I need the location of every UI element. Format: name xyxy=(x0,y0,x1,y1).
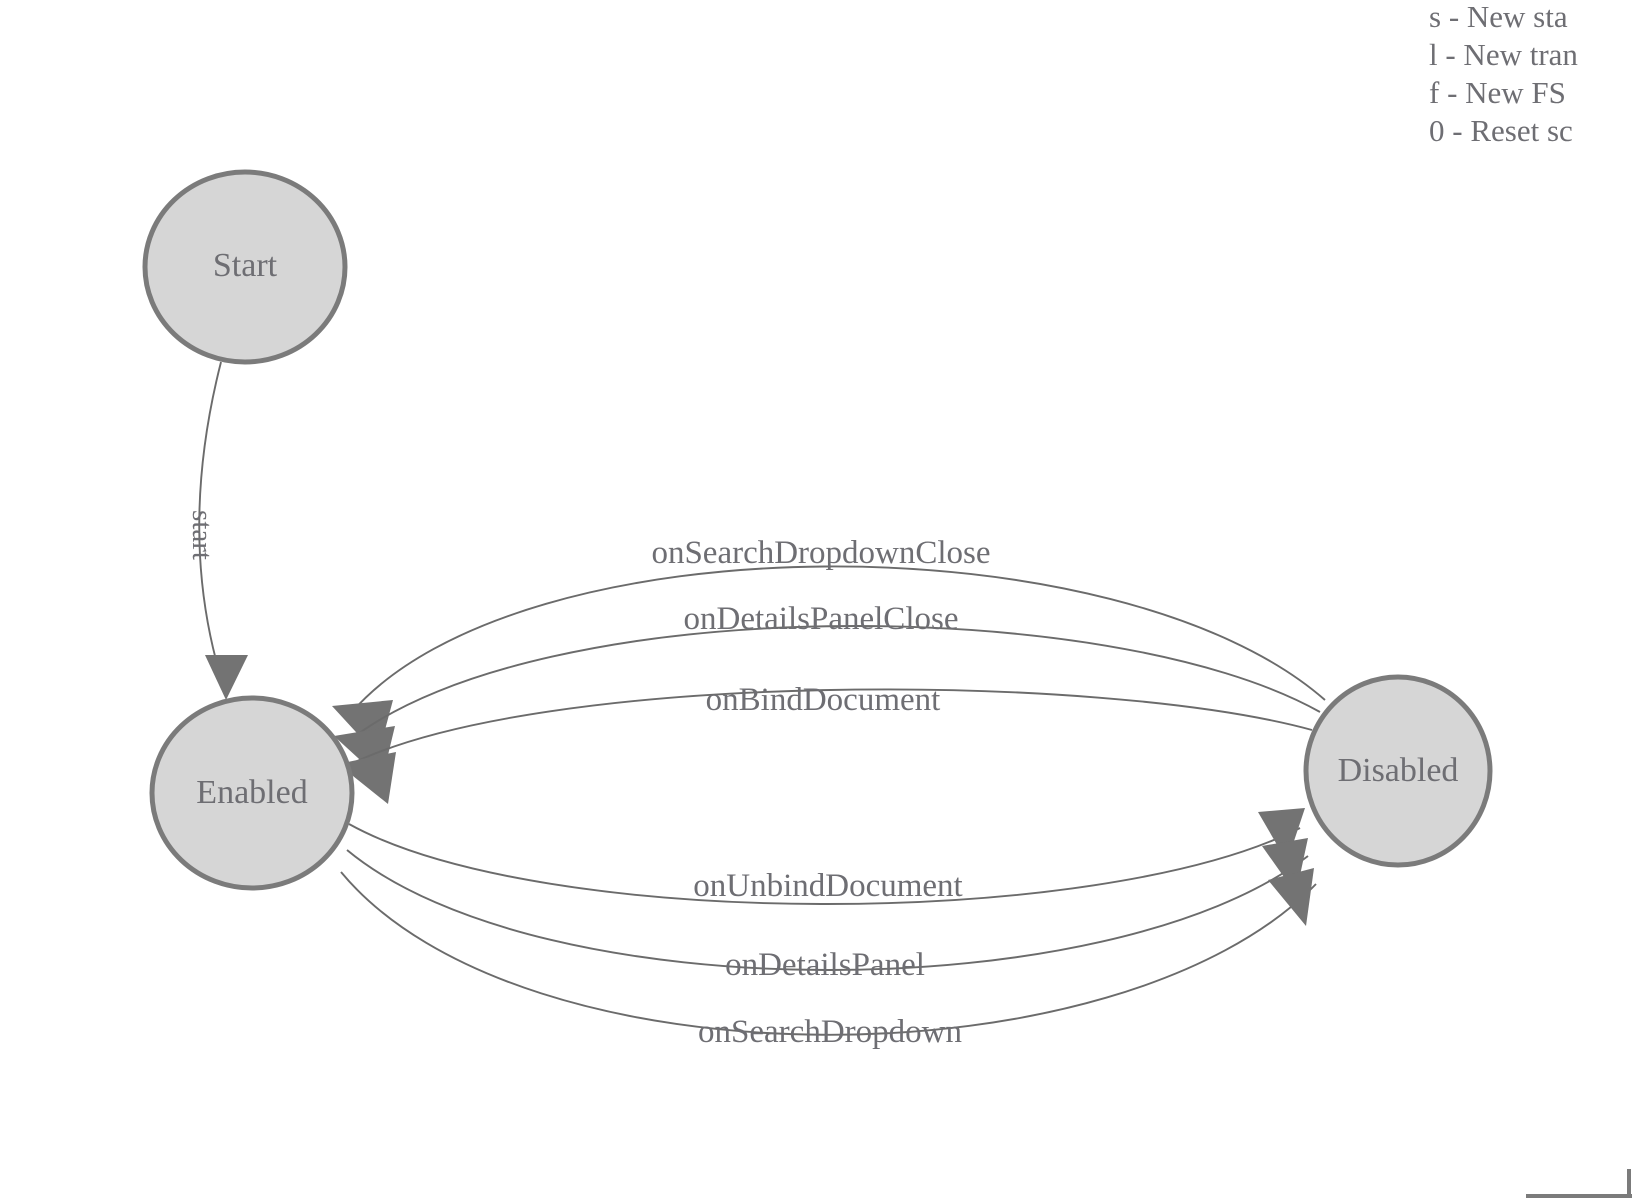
keyboard-help-overlay: s - New sta l - New tran f - New FS 0 - … xyxy=(1429,0,1632,150)
transition-onsearchdropdown[interactable] xyxy=(340,868,1317,1036)
node-disabled-shape[interactable] xyxy=(1303,674,1493,868)
transition-onbinddocument-label: onBindDocument xyxy=(706,682,941,718)
transition-start-label: start xyxy=(186,510,218,560)
transition-onunbinddocument-arrowhead xyxy=(1258,808,1305,862)
node-enabled-shape[interactable] xyxy=(149,695,355,891)
transition-onsearchdropdownclose-label: onSearchDropdownClose xyxy=(651,535,990,571)
help-line-reset-scale: 0 - Reset sc xyxy=(1429,113,1573,148)
corner-bracket-vertical xyxy=(1627,1169,1631,1198)
transition-onsearchdropdown-arrowhead xyxy=(1268,868,1314,926)
corner-bracket-horizontal xyxy=(1526,1194,1632,1198)
transition-onunbinddocument-label: onUnbindDocument xyxy=(693,868,962,904)
node-disabled-label: Disabled xyxy=(1338,752,1459,789)
transition-onbinddocument[interactable] xyxy=(338,688,1313,804)
transition-start-arrowhead xyxy=(205,655,248,700)
node-disabled[interactable]: Disabled xyxy=(1303,674,1493,868)
transition-ondetailspanel-path xyxy=(346,849,1309,971)
transition-onunbinddocument-path xyxy=(348,823,1301,905)
help-line-new-state: s - New sta xyxy=(1429,0,1568,34)
node-enabled-label: Enabled xyxy=(196,774,307,811)
transition-onsearchdropdownclose-path xyxy=(351,565,1326,713)
node-start-shape[interactable] xyxy=(142,169,348,365)
resize-corner-bracket[interactable] xyxy=(1504,1169,1632,1204)
transition-onsearchdropdown-path xyxy=(340,871,1317,1036)
transition-start-path xyxy=(198,361,222,661)
transition-ondetailspanel-label: onDetailsPanel xyxy=(725,947,925,983)
transition-onsearchdropdown-label: onSearchDropdown xyxy=(698,1014,962,1050)
transition-onunbinddocument[interactable] xyxy=(348,808,1305,905)
transition-onbinddocument-path xyxy=(348,688,1313,766)
transition-ondetailspanelclose-path xyxy=(349,625,1321,741)
node-start[interactable]: Start xyxy=(142,169,348,365)
transition-onbinddocument-arrowhead xyxy=(338,752,396,804)
transition-onsearchdropdownclose[interactable] xyxy=(332,565,1326,756)
transition-start[interactable] xyxy=(198,361,248,700)
node-enabled[interactable]: Enabled xyxy=(149,695,355,891)
help-line-new-transition: l - New tran xyxy=(1429,37,1578,72)
transition-ondetailspanelclose-label: onDetailsPanelClose xyxy=(684,601,959,637)
node-start-label: Start xyxy=(213,247,278,284)
help-line-new-fsm: f - New FS xyxy=(1429,75,1566,110)
